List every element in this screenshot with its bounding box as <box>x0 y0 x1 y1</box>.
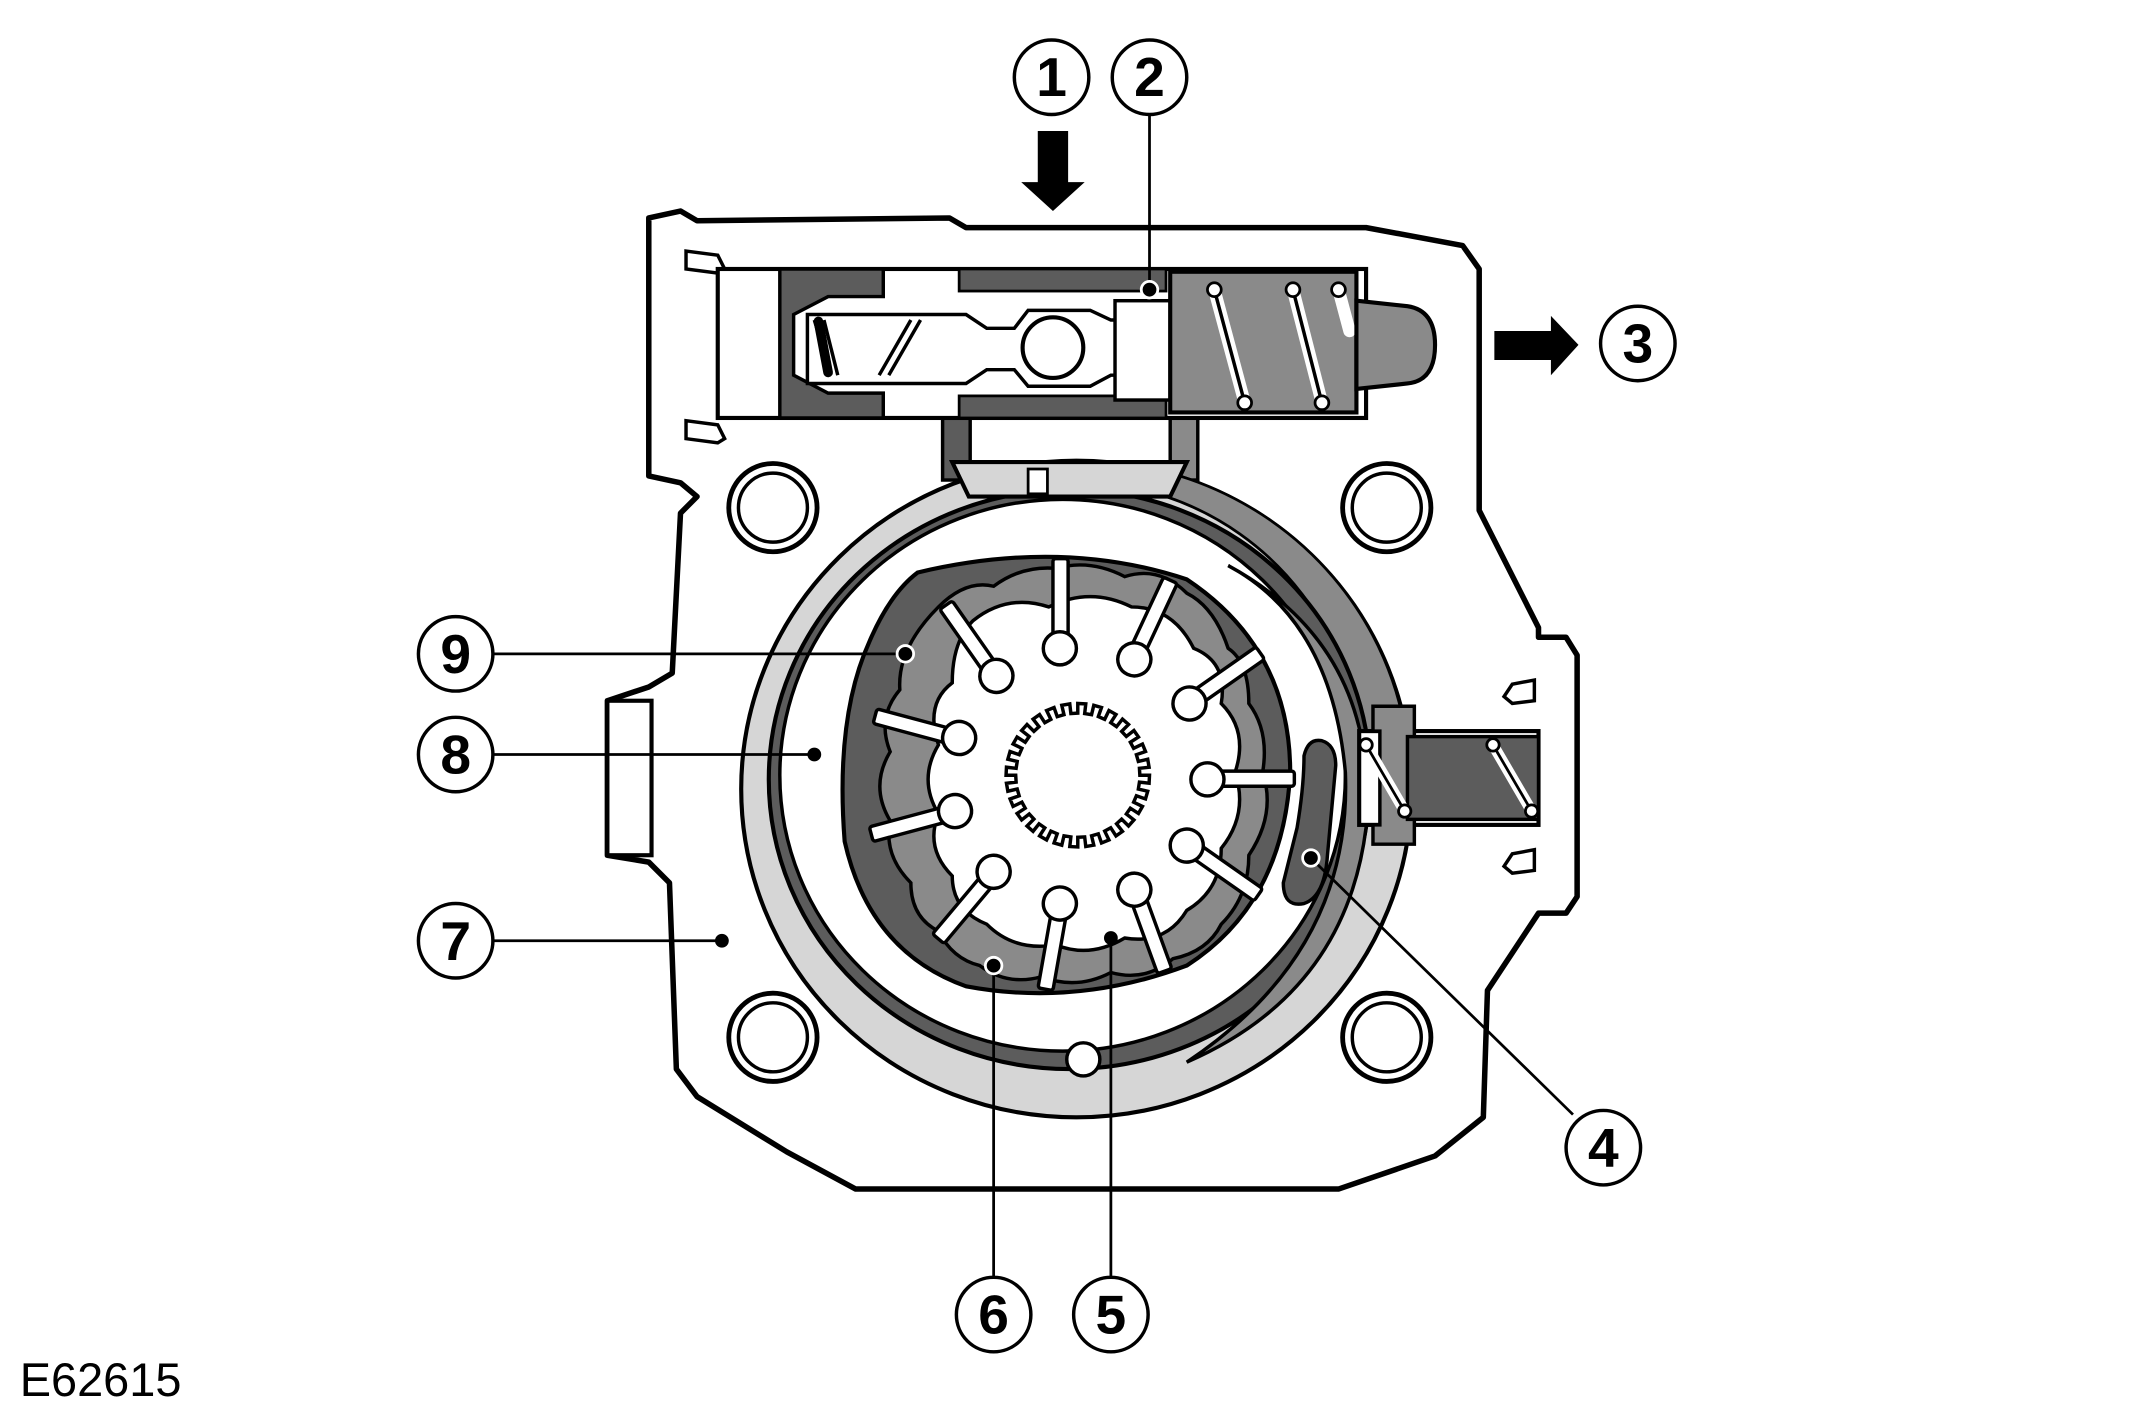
vane <box>939 600 1015 695</box>
callouts: 1 2 3 4 5 6 7 8 <box>416 38 1677 1354</box>
flow-control-valve <box>715 266 1438 482</box>
vanes <box>868 556 1297 992</box>
leader-dots <box>714 280 1321 976</box>
vane <box>1189 761 1297 798</box>
inlet-flow-arrow <box>1021 131 1085 212</box>
vane <box>1116 871 1173 975</box>
bottom-locating-pin <box>1065 1041 1102 1078</box>
callout-7-number: 7 <box>440 910 471 972</box>
vane <box>1036 885 1079 992</box>
callout-1-number: 1 <box>1036 46 1067 108</box>
right-end-plug-top <box>1501 677 1537 706</box>
figure-id: E62615 <box>20 1354 182 1406</box>
mounting-hole-top-right <box>1340 461 1434 555</box>
valve-sleeve-mid <box>957 267 1168 293</box>
vane <box>871 707 978 757</box>
drive-shaft-spline <box>1004 701 1152 849</box>
callout-4-number: 4 <box>1588 1117 1619 1179</box>
callout-5-number: 5 <box>1096 1284 1127 1346</box>
valve-spool <box>805 308 1148 388</box>
ring-top-segment <box>948 460 1191 499</box>
cam-crescent <box>1185 564 1369 1064</box>
callout-5: 5 <box>1071 1275 1150 1354</box>
vane <box>1041 556 1079 667</box>
relief-spring-outline <box>812 319 923 377</box>
mounting-hole-bottom-left <box>726 990 820 1084</box>
leader-lines <box>494 114 1574 1278</box>
flow-arrows <box>1021 131 1579 376</box>
right-end-plug-bottom <box>1501 847 1537 875</box>
pressure-relief-valve <box>1357 704 1541 846</box>
callout-9: 9 <box>416 614 495 693</box>
pump-cam-assembly <box>739 458 1414 1120</box>
valve-main-spring <box>1206 281 1356 412</box>
relief-ball <box>1020 315 1086 381</box>
leader-4 <box>1309 857 1574 1116</box>
callout-3: 3 <box>1598 304 1677 383</box>
valve-sleeve-left <box>778 267 886 420</box>
vane <box>931 853 1012 945</box>
left-end-plug-bottom <box>684 418 727 445</box>
vane <box>1168 827 1264 902</box>
callout-4: 4 <box>1564 1108 1643 1187</box>
valve-plunger <box>1113 298 1172 402</box>
callout-9-number: 9 <box>440 623 471 685</box>
mounting-hole-top-left <box>726 461 820 555</box>
outlet-fitting <box>1354 298 1438 392</box>
callout-1: 1 <box>1012 38 1091 117</box>
mounting-hole-bottom-right <box>1340 990 1434 1084</box>
ring-locating-pin <box>1026 467 1049 496</box>
callout-6: 6 <box>954 1275 1033 1354</box>
right-valve-spring-chamber <box>1405 734 1541 822</box>
callout-7: 7 <box>416 901 495 980</box>
callout-8: 8 <box>416 715 495 794</box>
callout-8-number: 8 <box>440 724 471 786</box>
callout-3-number: 3 <box>1622 312 1653 374</box>
callout-6-number: 6 <box>978 1284 1009 1346</box>
right-valve-spring <box>1358 737 1540 819</box>
outlet-kidney-port <box>1281 738 1338 906</box>
outlet-flow-arrow <box>1494 315 1579 376</box>
callout-2: 2 <box>1110 38 1189 117</box>
vane <box>1116 576 1179 678</box>
mounting-holes <box>726 461 1434 1084</box>
housing-left-tab <box>605 698 654 858</box>
vane <box>868 792 974 843</box>
valve-spring-chamber <box>1168 269 1359 415</box>
vane <box>1171 646 1266 722</box>
callout-2-number: 2 <box>1134 46 1165 108</box>
